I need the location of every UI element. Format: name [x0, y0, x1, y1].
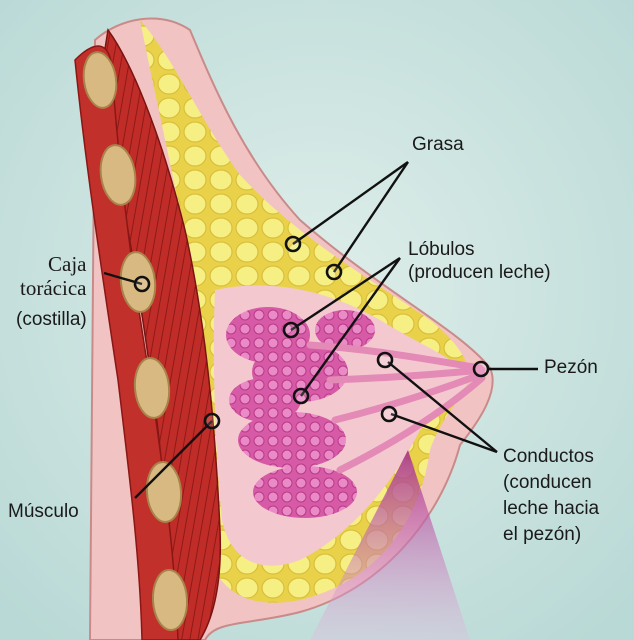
- label-grasa: Grasa: [412, 133, 464, 156]
- label-lobulos-desc: (producen leche): [408, 261, 551, 284]
- label-conductos-title: Conductos: [503, 444, 599, 470]
- label-conductos: Conductos (conducen leche hacia el pezón…: [503, 444, 599, 548]
- label-caja-toracica: Caja torácica: [48, 252, 90, 300]
- label-lobulos: Lóbulos (producen leche): [408, 238, 551, 284]
- label-costilla: (costilla): [16, 308, 87, 331]
- label-conductos-line3: leche hacia: [503, 496, 599, 522]
- label-musculo: Músculo: [8, 500, 79, 523]
- label-caja-line2: torácica: [16, 276, 90, 300]
- label-caja-line1: Caja: [48, 252, 90, 276]
- label-conductos-line4: el pezón): [503, 522, 599, 548]
- label-pezon: Pezón: [544, 356, 598, 379]
- label-conductos-line2: (conducen: [503, 470, 599, 496]
- label-lobulos-title: Lóbulos: [408, 238, 551, 261]
